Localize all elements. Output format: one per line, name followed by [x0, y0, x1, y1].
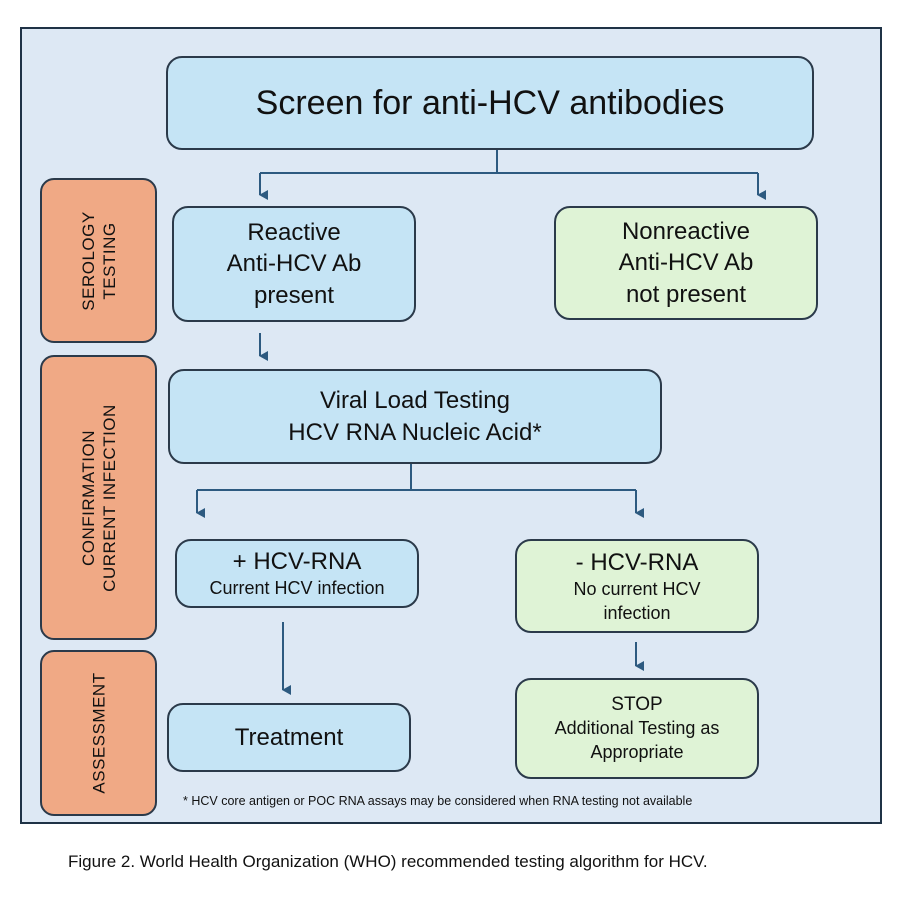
- negative-hcv-rna-box: - HCV-RNA No current HCV infection: [515, 539, 759, 633]
- figure-caption: Figure 2. World Health Organization (WHO…: [68, 852, 708, 871]
- nonreactive-box: Nonreactive Anti-HCV Ab not present: [554, 206, 818, 320]
- positive-rna-detail: Current HCV infection: [209, 578, 385, 599]
- stop-title: STOP: [611, 693, 663, 715]
- footnote: * HCV core antigen or POC RNA assays may…: [183, 794, 693, 808]
- negative-rna-title: - HCV-RNA: [575, 549, 699, 577]
- treatment-box: Treatment: [167, 703, 411, 772]
- positive-hcv-rna-box: + HCV-RNA Current HCV infection: [175, 539, 419, 608]
- stop-box: STOP Additional Testing as Appropriate: [515, 678, 759, 779]
- reactive-box: Reactive Anti-HCV Ab present: [172, 206, 416, 322]
- viral-load-testing-box: Viral Load Testing HCV RNA Nucleic Acid*: [168, 369, 662, 464]
- screen-antibodies-text: Screen for anti-HCV antibodies: [255, 83, 725, 122]
- stage-serology-testing: SEROLOGY TESTING: [40, 178, 157, 343]
- stage-assessment: ASSESSMENT: [40, 650, 157, 816]
- treatment-text: Treatment: [234, 723, 344, 751]
- screen-antibodies-box: Screen for anti-HCV antibodies: [166, 56, 814, 150]
- stage-confirmation-current-infection: CONFIRMATION CURRENT INFECTION: [40, 355, 157, 640]
- positive-rna-title: + HCV-RNA: [232, 548, 362, 576]
